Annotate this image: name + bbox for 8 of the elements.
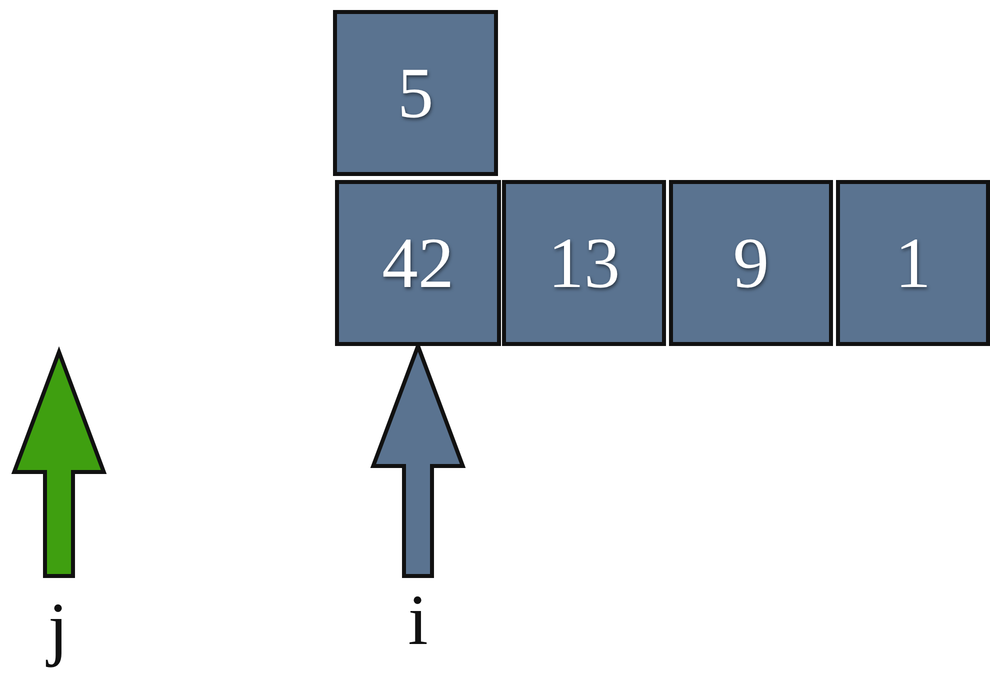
array-cell: 9 <box>669 180 833 346</box>
pointer-arrow <box>11 346 107 578</box>
array-cell: 13 <box>502 180 666 346</box>
array-cell: 5 <box>333 10 498 176</box>
index-label: i <box>400 582 436 658</box>
index-label: j <box>38 582 78 674</box>
array-cell: 1 <box>836 180 990 346</box>
array-cell: 42 <box>335 180 501 346</box>
